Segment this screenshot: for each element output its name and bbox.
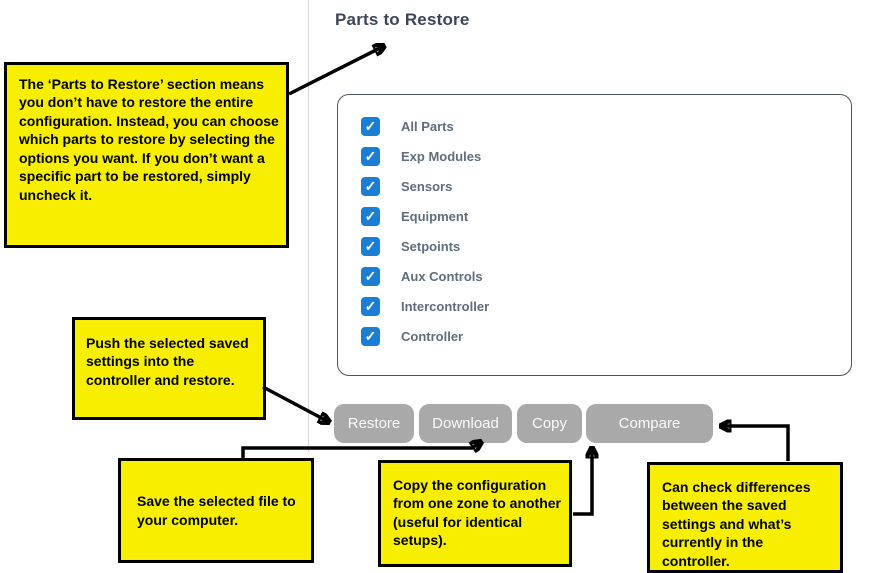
- checkmark-icon: ✓: [364, 147, 377, 164]
- checkbox-setpoints[interactable]: ✓: [361, 237, 380, 256]
- callout-copy-text: Copy the configuration from one zone to …: [393, 477, 561, 549]
- part-row-exp-modules[interactable]: ✓ Exp Modules: [361, 147, 851, 166]
- checkmark-icon: ✓: [364, 177, 377, 194]
- part-label: All Parts: [401, 119, 454, 134]
- part-row-intercontroller[interactable]: ✓ Intercontroller: [361, 297, 851, 316]
- compare-button[interactable]: Compare: [586, 404, 713, 443]
- arrow-to-compare-icon: [721, 426, 790, 461]
- checkmark-icon: ✓: [364, 117, 377, 134]
- section-divider: [308, 0, 309, 452]
- part-row-setpoints[interactable]: ✓ Setpoints: [361, 237, 851, 256]
- part-row-aux-controls[interactable]: ✓ Aux Controls: [361, 267, 851, 286]
- callout-compare: Can check differences between the saved …: [647, 462, 843, 573]
- arrow-to-copy-icon: [573, 448, 592, 516]
- callout-copy: Copy the configuration from one zone to …: [378, 460, 572, 567]
- checkbox-sensors[interactable]: ✓: [361, 177, 380, 196]
- checkbox-all-parts[interactable]: ✓: [361, 117, 380, 136]
- parts-to-restore-panel: ✓ All Parts ✓ Exp Modules ✓ Sensors ✓ Eq…: [337, 94, 852, 376]
- copy-button[interactable]: Copy: [517, 404, 582, 443]
- part-row-all-parts[interactable]: ✓ All Parts: [361, 117, 851, 136]
- checkbox-equipment[interactable]: ✓: [361, 207, 380, 226]
- download-button[interactable]: Download: [419, 404, 512, 443]
- callout-compare-text: Can check differences between the saved …: [662, 479, 811, 569]
- checkmark-icon: ✓: [364, 327, 377, 344]
- checkbox-exp-modules[interactable]: ✓: [361, 147, 380, 166]
- part-label: Setpoints: [401, 239, 461, 254]
- checkbox-controller[interactable]: ✓: [361, 327, 380, 346]
- callout-parts-section: The ‘Parts to Restore’ section means you…: [4, 62, 289, 248]
- callout-restore-text: Push the selected saved settings into th…: [86, 335, 249, 388]
- part-row-controller[interactable]: ✓ Controller: [361, 327, 851, 346]
- checkbox-intercontroller[interactable]: ✓: [361, 297, 380, 316]
- checkmark-icon: ✓: [364, 267, 377, 284]
- callout-parts-section-text: The ‘Parts to Restore’ section means you…: [19, 76, 279, 203]
- part-label: Aux Controls: [401, 269, 483, 284]
- callout-download-text: Save the selected file to your computer.: [137, 493, 296, 528]
- callout-download: Save the selected file to your computer.: [118, 458, 314, 563]
- checkmark-icon: ✓: [364, 297, 377, 314]
- checkmark-icon: ✓: [364, 207, 377, 224]
- part-label: Controller: [401, 329, 464, 344]
- page-title: Parts to Restore: [335, 10, 470, 29]
- arrow-to-download-icon: [241, 442, 481, 459]
- part-row-equipment[interactable]: ✓ Equipment: [361, 207, 851, 226]
- part-label: Sensors: [401, 179, 453, 194]
- part-label: Intercontroller: [401, 299, 490, 314]
- checkbox-aux-controls[interactable]: ✓: [361, 267, 380, 286]
- part-label: Exp Modules: [401, 149, 482, 164]
- arrow-to-restore-icon: [262, 385, 329, 422]
- checkmark-icon: ✓: [364, 237, 377, 254]
- callout-restore: Push the selected saved settings into th…: [72, 317, 266, 420]
- restore-button[interactable]: Restore: [334, 404, 414, 443]
- part-row-sensors[interactable]: ✓ Sensors: [361, 177, 851, 196]
- arrow-to-heading-icon: [288, 46, 384, 96]
- part-label: Equipment: [401, 209, 469, 224]
